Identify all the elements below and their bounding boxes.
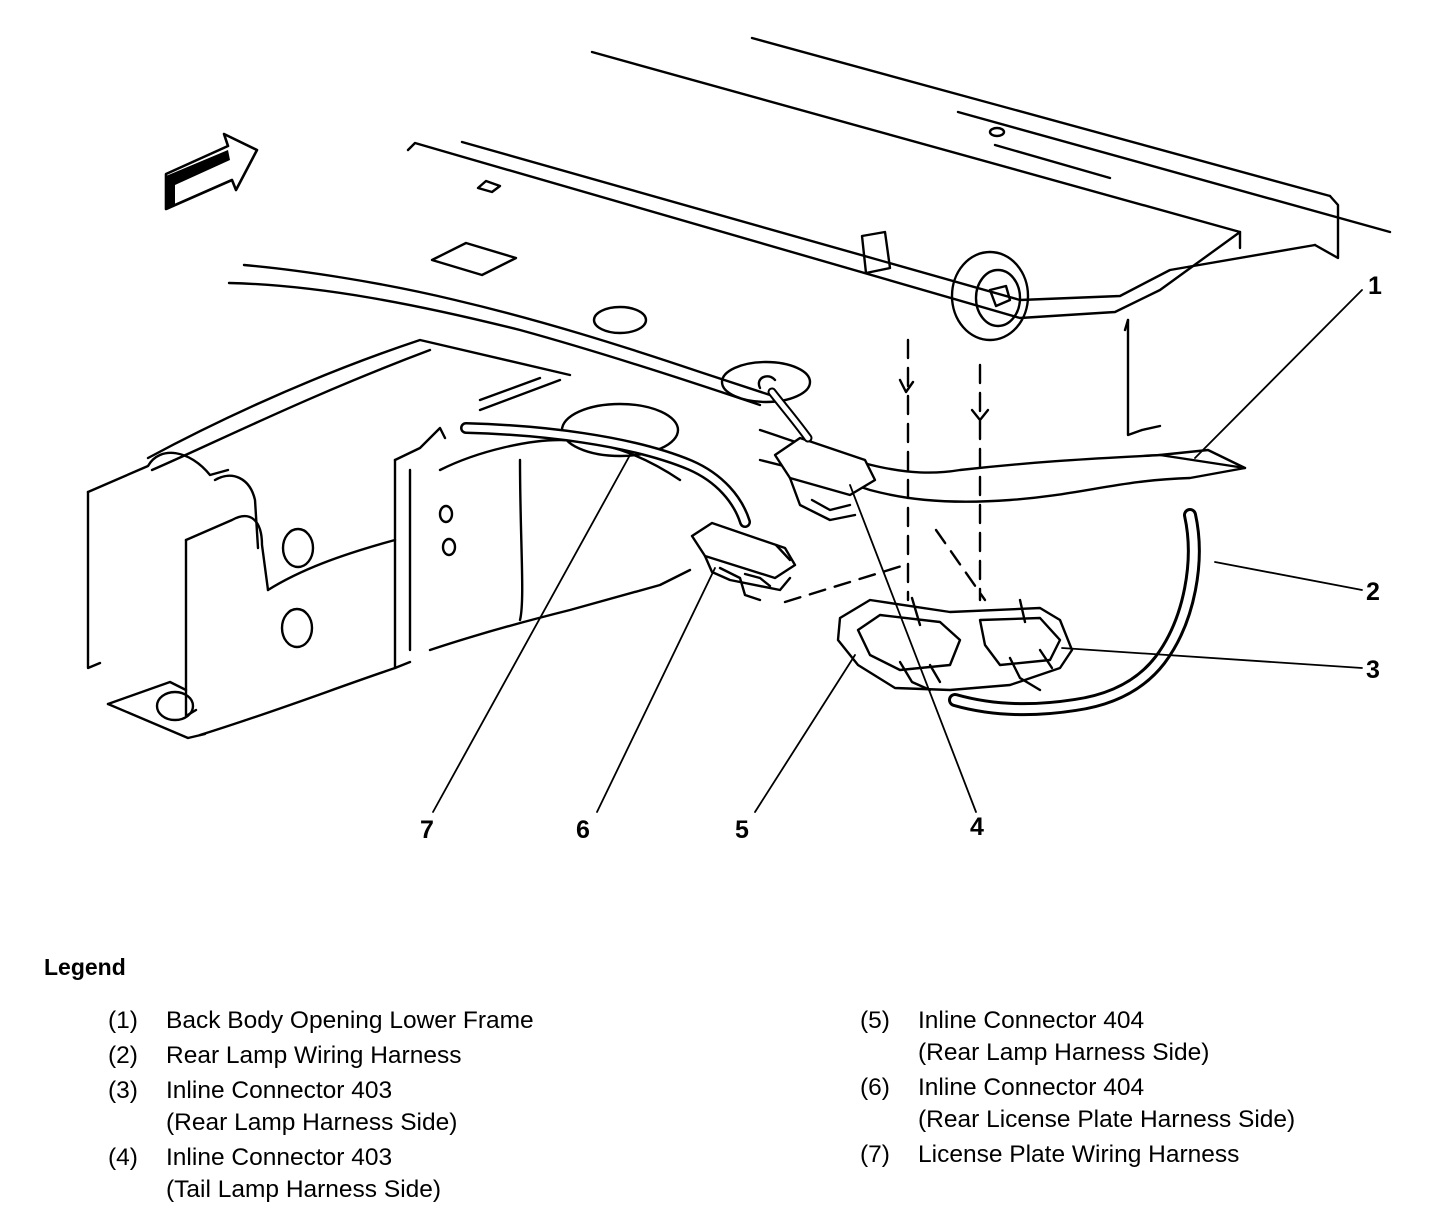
- legend-text: License Plate Wiring Harness: [918, 1141, 1240, 1168]
- callout-6: 6: [576, 816, 590, 844]
- back-body-opening-lower-frame: [758, 428, 1247, 503]
- wiring-diagram-illustration: 1 2 3 4 5 6 7: [86, 36, 1392, 844]
- legend-item-6: (6) Inline Connector 404 (Rear License P…: [860, 1072, 1420, 1136]
- legend-title: Legend: [44, 954, 126, 980]
- legend-subtext: (Rear Lamp Harness Side): [918, 1039, 1210, 1066]
- legend-subtext: (Tail Lamp Harness Side): [166, 1176, 442, 1203]
- forward-arrow-icon: [164, 132, 259, 211]
- callout-3: 3: [1366, 656, 1380, 684]
- rear-lamp-wiring-harness: [948, 508, 1201, 717]
- callout-leaders: [432, 289, 1363, 813]
- inline-connector-404-license-plate-side: [690, 521, 797, 602]
- legend-item-3: (3) Inline Connector 403 (Rear Lamp Harn…: [108, 1075, 728, 1139]
- inline-connector-403-tail-lamp-side: [767, 387, 877, 522]
- callout-2: 2: [1366, 578, 1380, 606]
- legend-item-5: (5) Inline Connector 404 (Rear Lamp Harn…: [860, 1005, 1420, 1069]
- legend-text: Inline Connector 403: [166, 1077, 393, 1104]
- legend-text: Rear Lamp Wiring Harness: [166, 1042, 462, 1069]
- callout-5: 5: [735, 816, 749, 844]
- legend-text: Inline Connector 404: [918, 1074, 1145, 1101]
- frame-crossmember: [86, 338, 692, 740]
- callout-1: 1: [1368, 272, 1382, 300]
- legend-item-4: (4) Inline Connector 403 (Tail Lamp Harn…: [108, 1142, 728, 1206]
- frame-bolt-boss: [860, 230, 1030, 602]
- legend-number: (7): [860, 1141, 890, 1168]
- legend-number: (2): [108, 1042, 138, 1069]
- legend-number: (1): [108, 1007, 138, 1034]
- legend-subtext: (Rear Lamp Harness Side): [166, 1109, 458, 1136]
- callout-7: 7: [420, 816, 434, 844]
- license-plate-wiring-harness: [460, 422, 751, 528]
- legend-item-1: (1) Back Body Opening Lower Frame: [108, 1005, 728, 1037]
- legend-number: (4): [108, 1144, 138, 1171]
- legend-left-column: (1) Back Body Opening Lower Frame (2) Re…: [108, 1005, 728, 1209]
- legend-number: (6): [860, 1074, 890, 1101]
- inline-connector-cluster: [836, 596, 1074, 692]
- callout-4: 4: [970, 813, 984, 841]
- legend-right-column: (5) Inline Connector 404 (Rear Lamp Harn…: [860, 1005, 1420, 1174]
- legend-text: Inline Connector 403: [166, 1144, 393, 1171]
- floor-panel: [406, 36, 1392, 437]
- legend-number: (5): [860, 1007, 890, 1034]
- floor-left-edge: [227, 241, 812, 407]
- legend-text: Inline Connector 404: [918, 1007, 1145, 1034]
- alignment-dash-lines: [783, 528, 987, 604]
- legend-subtext: (Rear License Plate Harness Side): [918, 1106, 1296, 1133]
- legend-item-2: (2) Rear Lamp Wiring Harness: [108, 1040, 728, 1072]
- legend-item-7: (7) License Plate Wiring Harness: [860, 1139, 1420, 1171]
- legend-text: Back Body Opening Lower Frame: [166, 1007, 534, 1034]
- legend-number: (3): [108, 1077, 138, 1104]
- callout-labels: 1 2 3 4 5 6 7: [420, 272, 1382, 844]
